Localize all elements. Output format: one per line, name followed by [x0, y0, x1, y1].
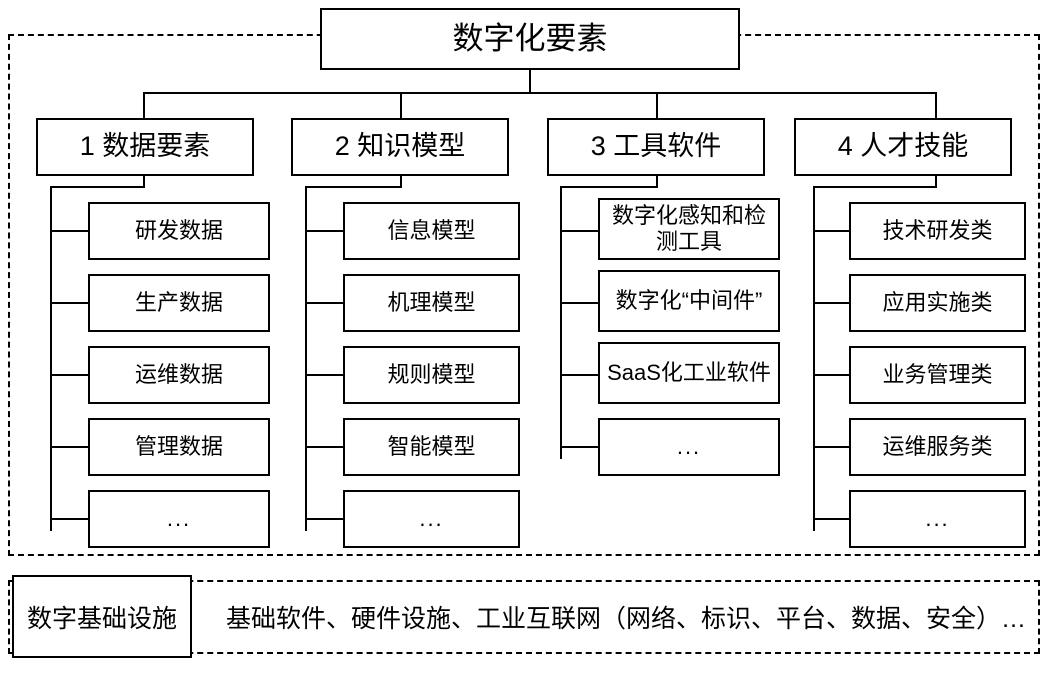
category-3-spine — [656, 176, 658, 188]
category-1-spine-top — [50, 186, 145, 188]
category-1-spine — [143, 176, 145, 188]
category-header-2-label: 2 知识模型 — [334, 131, 466, 162]
category-header-1: 1 数据要素 — [36, 118, 254, 176]
category-4-spine-top — [813, 186, 937, 188]
item-label: ... — [925, 506, 950, 532]
item-box: 研发数据 — [88, 202, 270, 260]
item-label: 数字化感知和检测工具 — [611, 202, 766, 254]
item-label: 运维服务类 — [882, 434, 993, 460]
item-label: 研发数据 — [134, 218, 223, 244]
root-trunk-connector — [529, 70, 531, 93]
item-label: 信息模型 — [387, 218, 476, 244]
item-box: 生产数据 — [88, 274, 270, 332]
item-box-ellipsis: ... — [598, 418, 780, 476]
item-box: 运维数据 — [88, 346, 270, 404]
item-box: 应用实施类 — [849, 274, 1026, 332]
category-3-stub-4 — [560, 446, 600, 448]
category-2-stub-5 — [305, 518, 345, 520]
category-4-stub-2 — [813, 302, 853, 304]
category-2-stub-2 — [305, 302, 345, 304]
item-label: 管理数据 — [134, 434, 223, 460]
category-1-stub-4 — [50, 446, 90, 448]
category-4-stub-3 — [813, 374, 853, 376]
item-label: 生产数据 — [134, 290, 223, 316]
category-3-stub-3 — [560, 374, 600, 376]
category-header-2: 2 知识模型 — [291, 118, 509, 176]
infrastructure-text: 基础软件、硬件设施、工业互联网（网络、标识、平台、数据、安全）… — [226, 605, 1027, 633]
infrastructure-label-box: 数字基础设施 — [12, 575, 192, 658]
item-label: 业务管理类 — [882, 362, 993, 388]
category-2-spine-main — [305, 186, 307, 531]
category-header-4-label: 4 人才技能 — [837, 131, 969, 162]
item-box: 运维服务类 — [849, 418, 1026, 476]
item-label: 规则模型 — [387, 362, 476, 388]
category-3-stub-1 — [560, 230, 600, 232]
category-drop-3 — [656, 92, 658, 118]
item-box: 数字化感知和检测工具 — [598, 198, 780, 260]
item-label: ... — [419, 506, 444, 532]
item-label: 数字化“中间件” — [615, 287, 763, 313]
category-header-3: 3 工具软件 — [547, 118, 765, 176]
category-4-stub-5 — [813, 518, 853, 520]
item-label: 运维数据 — [134, 362, 223, 388]
category-4-stub-1 — [813, 230, 853, 232]
category-bus-connector — [143, 92, 936, 94]
category-1-spine-main — [50, 186, 52, 531]
category-3-spine-main — [560, 186, 562, 459]
category-1-stub-1 — [50, 230, 90, 232]
item-box: 业务管理类 — [849, 346, 1026, 404]
category-1-stub-5 — [50, 518, 90, 520]
category-2-stub-4 — [305, 446, 345, 448]
category-3-stub-2 — [560, 302, 600, 304]
category-header-3-label: 3 工具软件 — [590, 131, 722, 162]
item-label: SaaS化工业软件 — [607, 359, 771, 385]
root-title-box: 数字化要素 — [320, 8, 740, 70]
item-box: 管理数据 — [88, 418, 270, 476]
category-header-1-label: 1 数据要素 — [79, 131, 211, 162]
infrastructure-label: 数字基础设施 — [26, 604, 177, 633]
category-4-spine — [935, 176, 937, 188]
category-header-4: 4 人才技能 — [794, 118, 1012, 176]
item-box-ellipsis: ... — [343, 490, 520, 548]
category-2-stub-1 — [305, 230, 345, 232]
category-3-spine-top — [560, 186, 658, 188]
category-drop-1 — [143, 92, 145, 118]
item-box: 规则模型 — [343, 346, 520, 404]
category-drop-2 — [400, 92, 402, 118]
item-box: 信息模型 — [343, 202, 520, 260]
item-box: 技术研发类 — [849, 202, 1026, 260]
category-2-spine — [400, 176, 402, 188]
item-label: ... — [166, 506, 192, 532]
item-label: 技术研发类 — [882, 218, 993, 244]
item-label: 机理模型 — [387, 290, 476, 316]
item-label: 应用实施类 — [882, 290, 993, 316]
category-1-stub-3 — [50, 374, 90, 376]
item-box: SaaS化工业软件 — [598, 342, 780, 404]
category-4-spine-main — [813, 186, 815, 531]
item-box: 机理模型 — [343, 274, 520, 332]
item-label: ... — [676, 434, 702, 460]
category-2-stub-3 — [305, 374, 345, 376]
category-1-stub-2 — [50, 302, 90, 304]
category-drop-4 — [935, 92, 937, 118]
item-box: 数字化“中间件” — [598, 270, 780, 332]
item-box: 智能模型 — [343, 418, 520, 476]
item-label: 智能模型 — [387, 434, 476, 460]
item-box-ellipsis: ... — [88, 490, 270, 548]
root-title-label: 数字化要素 — [452, 21, 608, 57]
category-4-stub-4 — [813, 446, 853, 448]
item-box-ellipsis: ... — [849, 490, 1026, 548]
category-2-spine-top — [305, 186, 402, 188]
